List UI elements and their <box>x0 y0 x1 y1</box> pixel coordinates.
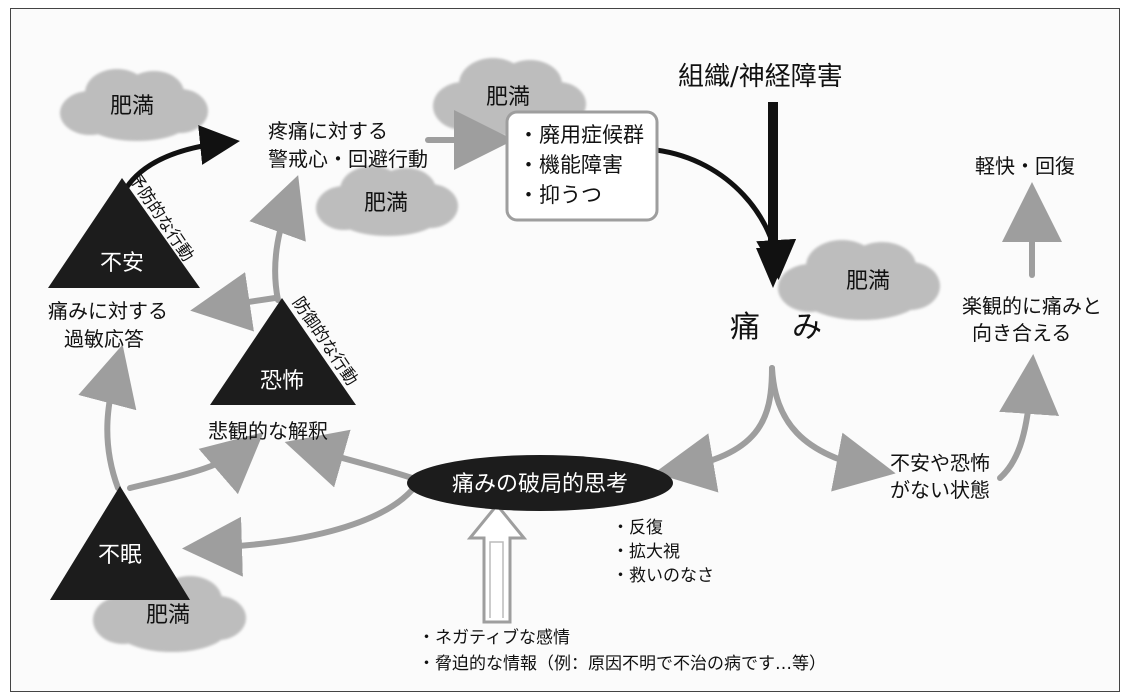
cloud-label: 肥満 <box>146 603 190 628</box>
triangle-fear: 恐怖 <box>210 298 356 405</box>
triangle-anxiety: 不安 <box>48 178 200 288</box>
arrow-catastrophizing-to-insomnia <box>182 487 415 577</box>
arrow-no-fear-to-optimistic <box>997 354 1060 481</box>
input-item: ・脅迫的な情報（例：原因不明で不治の病です…等） <box>418 654 826 674</box>
disuse-item: ・抑うつ <box>518 183 602 207</box>
cloud-right: 肥満 <box>778 240 940 320</box>
no-fear-label-line1: 不安や恐怖 <box>890 451 990 475</box>
arrow-insomnia-to-pessimistic <box>127 432 264 495</box>
triangle-label: 恐怖 <box>260 369 304 394</box>
triangle-label: 不眠 <box>98 543 142 568</box>
disuse-item: ・機能障害 <box>518 153 623 177</box>
arrow-inputs-to-catastrophizing <box>466 502 528 624</box>
cloud-label: 肥満 <box>364 191 408 216</box>
arrow-fear-to-vigilance <box>249 175 306 303</box>
recovery-label: 軽快・回復 <box>975 154 1075 178</box>
optimistic-label-line2: 向き合える <box>972 321 1071 345</box>
hypersensitivity-label-line2: 過敏応答 <box>64 327 144 351</box>
cloud-center: 肥満 <box>316 166 458 236</box>
cloud-label: 肥満 <box>486 85 530 110</box>
vigilance-label-line1: 疼痛に対する <box>268 119 388 143</box>
triangle-label: 不安 <box>100 251 144 276</box>
pessimistic-interpretation-label: 悲観的な解釈 <box>208 419 328 443</box>
catastrophizing-label: 痛みの破局的思考 <box>452 472 628 497</box>
catastrophizing-oval: 痛みの破局的思考 <box>407 455 673 511</box>
injury-label: 組織/神経障害 <box>678 62 843 92</box>
cloud-top-left: 肥満 <box>60 69 208 141</box>
catastrophizing-item: ・拡大視 <box>612 542 680 562</box>
input-item: ・ネガティブな感情 <box>418 627 570 648</box>
cloud-label: 肥満 <box>110 94 154 119</box>
vigilance-label-line2: 警戒心・回避行動 <box>268 147 428 171</box>
hypersensitivity-label-line1: 痛みに対する <box>48 299 168 323</box>
catastrophizing-item: ・救いのなさ <box>612 566 714 586</box>
pain-label-char2: み <box>792 310 822 345</box>
disuse-box: ・廃用症候群 ・機能障害 ・抑うつ <box>505 110 659 222</box>
pain-label-char1: 痛 <box>730 310 760 345</box>
disuse-item: ・廃用症候群 <box>518 123 644 147</box>
optimistic-label-line1: 楽観的に痛みと <box>962 294 1102 318</box>
arrow-injury-to-pain <box>756 102 790 288</box>
arrow-insomnia-to-hypersensitivity <box>78 344 137 491</box>
triangle-insomnia: 不眠 <box>50 486 190 600</box>
cloud-bottom-left: 肥満 <box>93 574 246 652</box>
arrow-pain-to-no-fear <box>769 365 896 492</box>
arrow-catastrophizing-to-pessimistic <box>284 429 415 488</box>
arrow-fear-to-hypersensitivity <box>190 272 278 332</box>
catastrophizing-item: ・反復 <box>612 518 663 538</box>
arrow-pain-to-catastrophizing <box>654 365 775 493</box>
no-fear-label-line2: がない状態 <box>890 478 990 502</box>
cloud-label: 肥満 <box>846 269 890 294</box>
cloud-top-center: 肥満 <box>433 58 586 136</box>
